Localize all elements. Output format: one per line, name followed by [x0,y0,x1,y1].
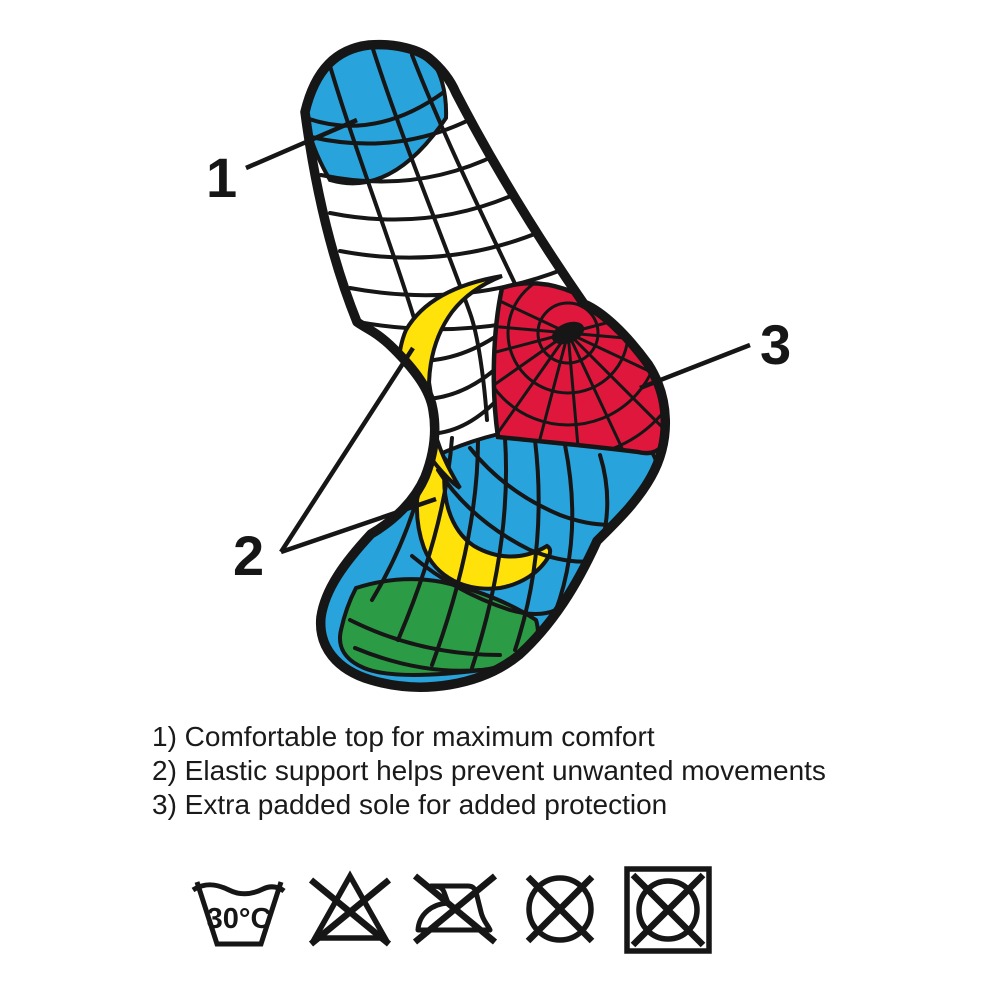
bleach-triangle [310,870,390,941]
heel-grid-center [551,321,585,345]
callout-line-1 [245,117,358,171]
sock-body-outline [300,39,670,692]
wash-30c-icon: 30°C [191,881,286,947]
dry-clean-circle [526,875,594,943]
do-not-dry-clean-icon [525,874,595,944]
callout-label-2: 2 [233,524,265,587]
legend-item-3: 3) Extra padded sole for added protectio… [152,789,668,820]
do-not-bleach-icon [308,870,392,947]
foot-grid [348,428,634,673]
wash-tub-shape [194,881,284,947]
tumble-square [624,866,712,954]
iron-cross [412,873,498,945]
callout-line-2b [280,496,437,555]
callout-label-3: 3 [760,313,792,376]
bleach-cross [308,877,392,947]
callout-label-1: 1 [206,146,238,209]
care-symbols-row: 30°C [186,864,714,956]
leg-grid [305,44,585,436]
dry-clean-cross [525,874,595,944]
feature-legend: 1) Comfortable top for maximum comfort 2… [152,720,826,822]
callout-line-2a [279,346,415,554]
do-not-tumble-dry-icon [624,866,712,954]
wash-temperature-label: 30°C [207,903,272,935]
tumble-cross [630,872,706,948]
wash-water-wave [191,882,286,897]
tumble-circle [636,878,700,942]
callout-line-3 [639,342,751,391]
legend-item-1: 1) Comfortable top for maximum comfort [152,721,655,752]
do-not-iron-icon [412,873,498,945]
legend-item-2: 2) Elastic support helps prevent unwante… [152,755,826,786]
